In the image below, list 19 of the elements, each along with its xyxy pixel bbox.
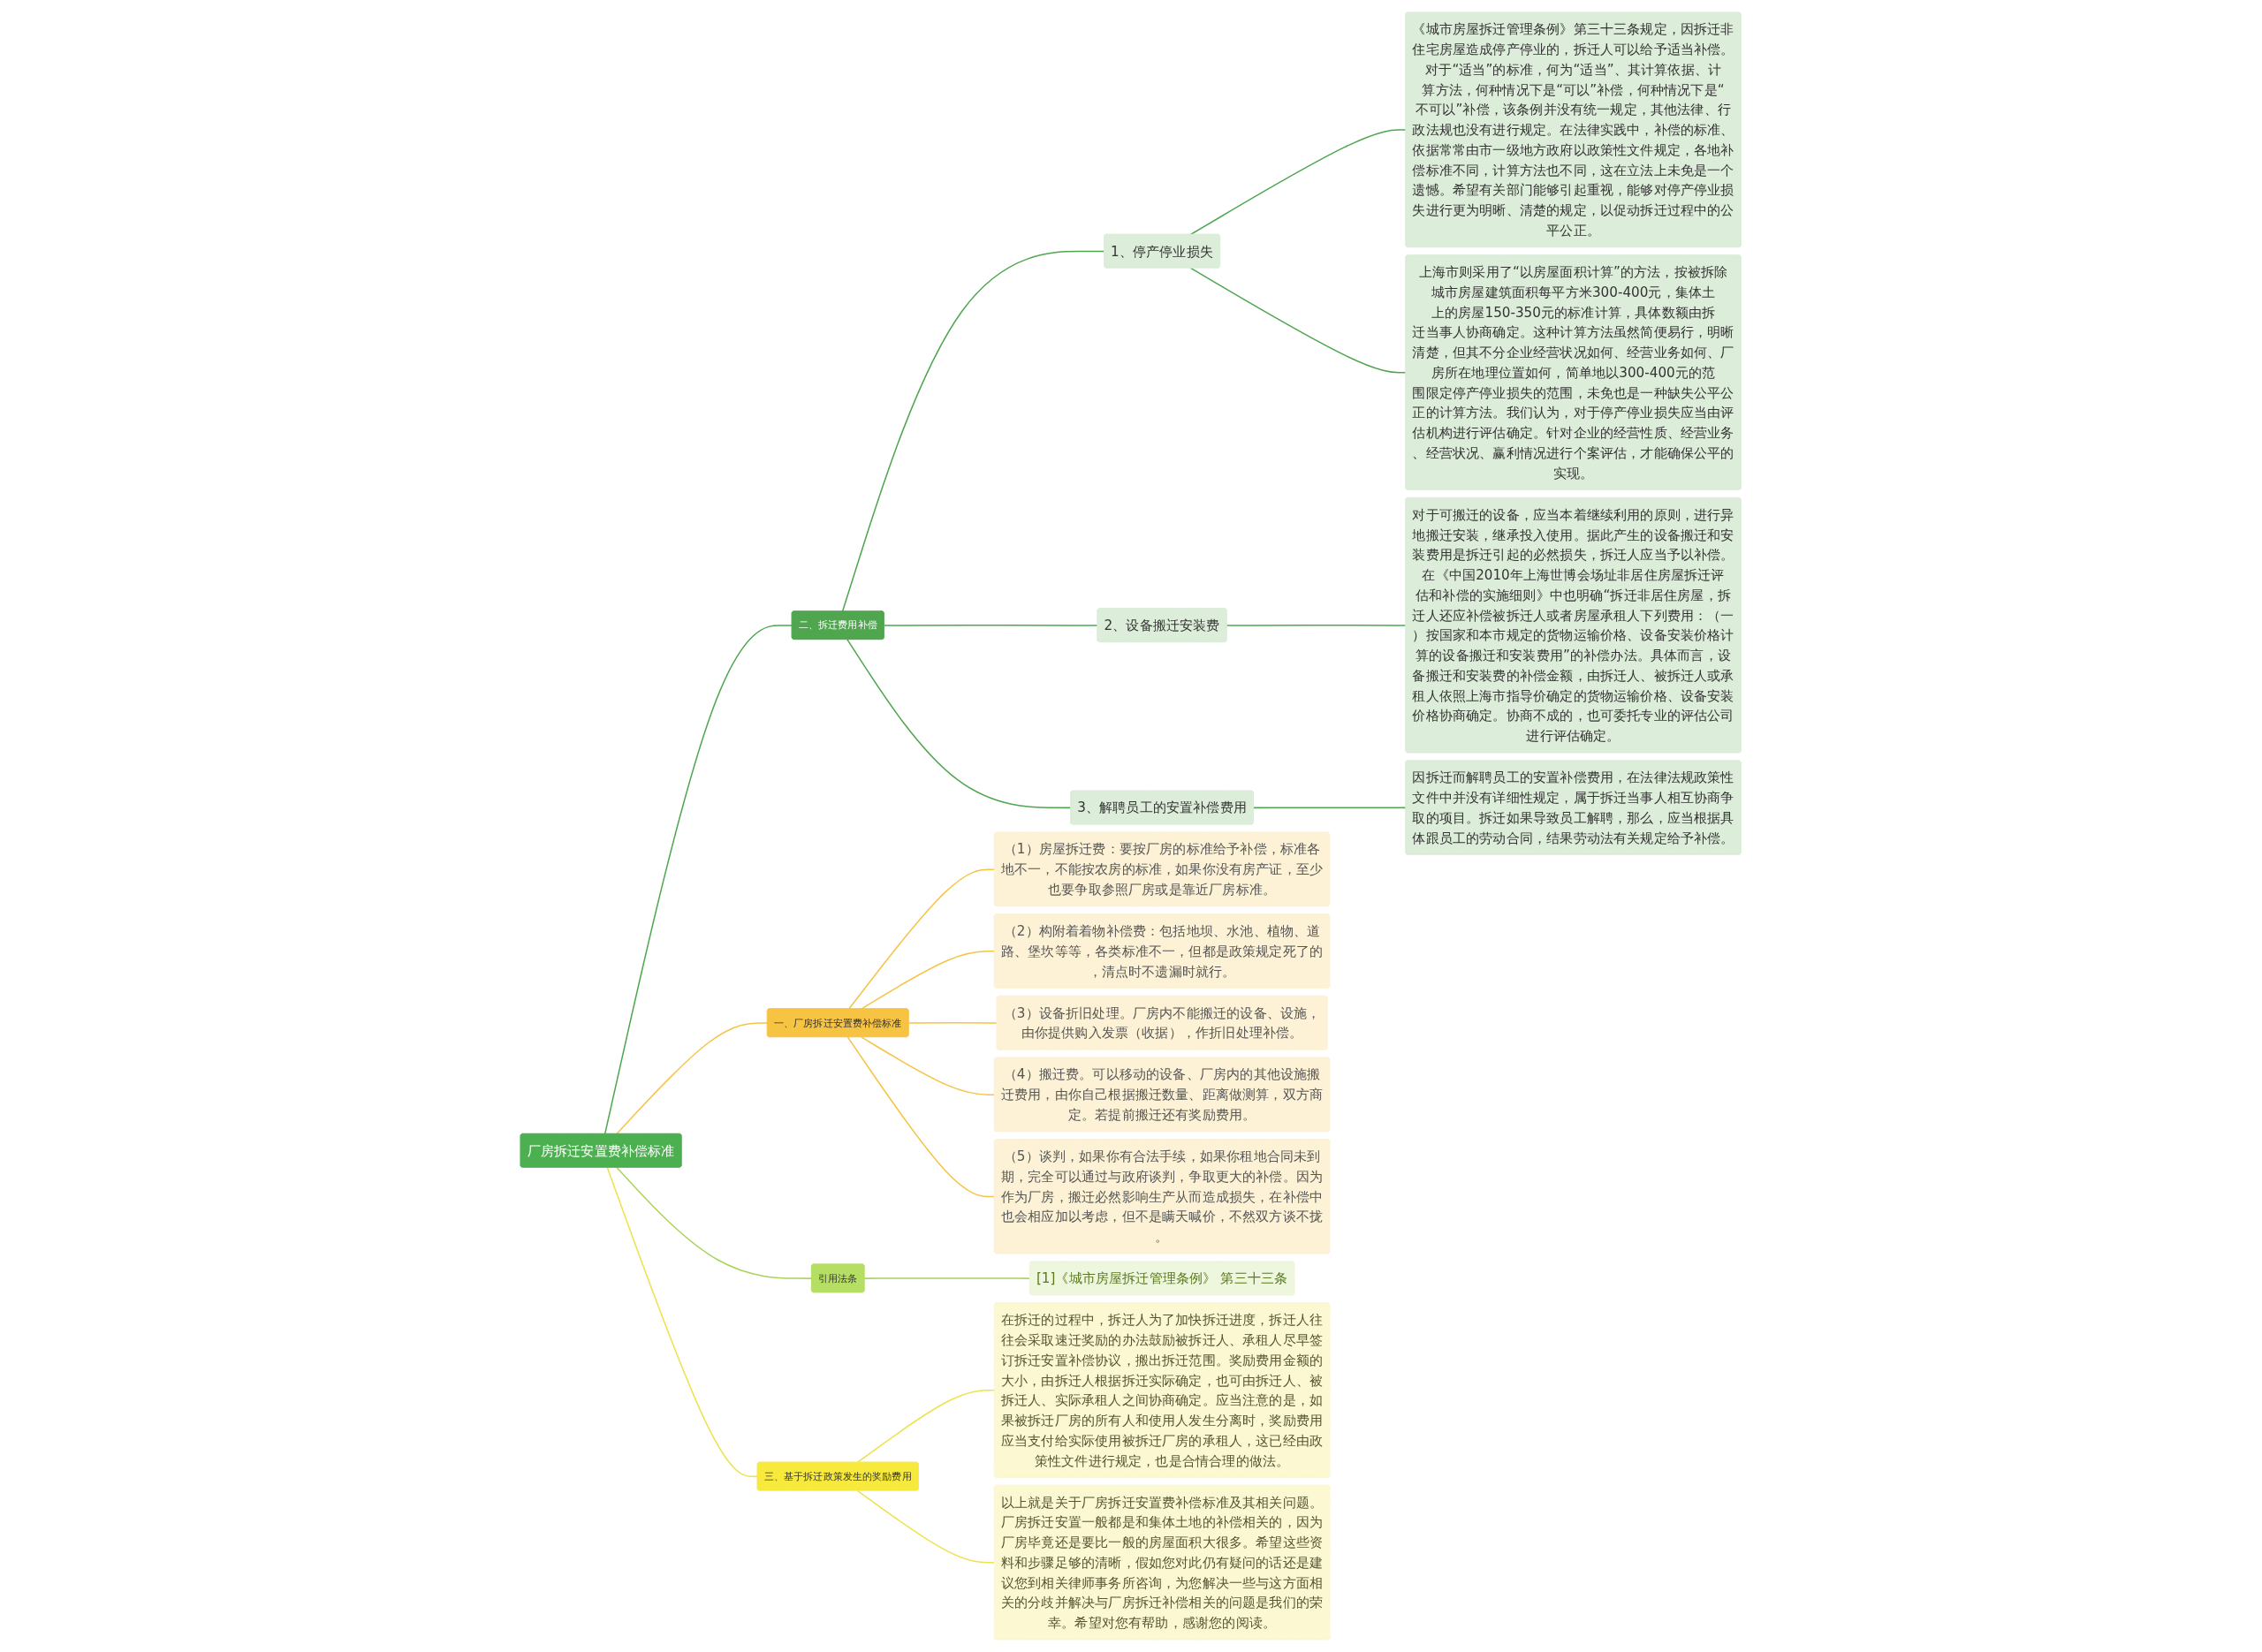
connector — [861, 1036, 996, 1095]
connector — [857, 1489, 996, 1564]
connector — [863, 1277, 1031, 1279]
connector — [604, 625, 793, 1135]
connector — [884, 625, 1099, 626]
connector — [846, 1036, 996, 1198]
connector — [1190, 267, 1408, 374]
connector — [616, 1022, 769, 1135]
connector — [1226, 625, 1408, 626]
connector — [857, 1390, 996, 1464]
connector — [1253, 807, 1408, 809]
connector — [616, 1166, 813, 1279]
connector — [908, 1022, 998, 1024]
connector — [861, 951, 996, 1010]
connector — [842, 250, 1105, 612]
connector — [606, 1166, 759, 1478]
connector — [846, 639, 1072, 809]
connector — [848, 868, 996, 1010]
connector — [1190, 129, 1408, 236]
